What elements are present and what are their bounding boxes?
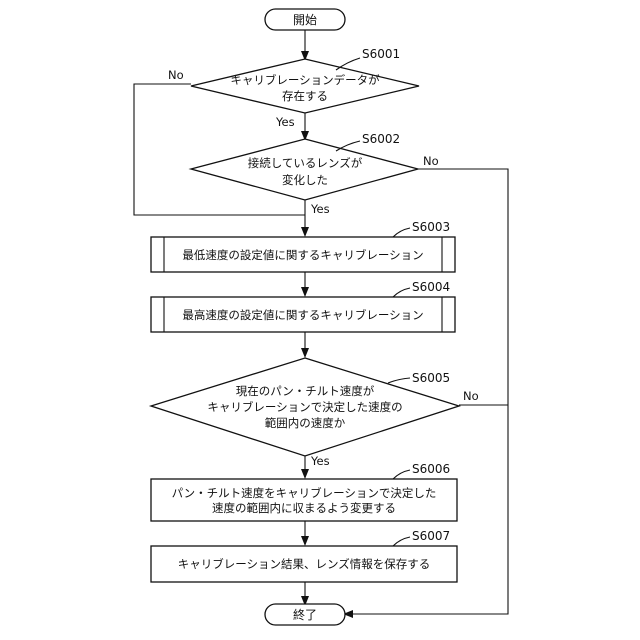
step-id-leader-s6007	[393, 537, 410, 546]
s6002-yes-label: Yes	[310, 202, 330, 216]
s6001-yes-label: Yes	[275, 115, 295, 129]
s6005-no-label: No	[463, 389, 479, 403]
step-id-leader-s6006	[393, 470, 410, 479]
step-id-s6001: S6001	[362, 47, 400, 61]
subprocess-s6004-label: 最高速度の設定値に関するキャリブレーション	[182, 308, 423, 322]
step-id-leader-s6005	[388, 378, 410, 383]
decision-s6005-line-1: 現在のパン・チルト速度が	[236, 384, 375, 398]
arrowhead-s6007	[301, 536, 309, 546]
process-s6006-line-1: パン・チルト速度をキャリブレーションで決定した	[172, 486, 437, 500]
step-id-s6006: S6006	[412, 462, 450, 476]
arrowhead-s6005	[301, 348, 309, 358]
step-id-leader-s6003	[393, 228, 410, 237]
arrowhead-s6003	[301, 227, 309, 237]
arrowhead-s6006	[301, 469, 309, 479]
step-id-s6004: S6004	[412, 280, 450, 294]
decision-s6002-line-2: 変化した	[282, 173, 328, 187]
s6001-no-label: No	[168, 68, 184, 82]
decision-s6005-line-3: 範囲内の速度か	[265, 416, 346, 430]
subprocess-s6003-label: 最低速度の設定値に関するキャリブレーション	[182, 248, 423, 262]
decision-s6002-line-1: 接続しているレンズが	[248, 156, 363, 170]
step-id-leader-s6004	[393, 288, 410, 297]
arrowhead-s6004	[301, 287, 309, 297]
s6005-yes-label: Yes	[310, 454, 330, 468]
decision-s6001-line-1: キャリブレーションデータが	[230, 73, 380, 87]
step-id-s6003: S6003	[412, 220, 450, 234]
process-s6006-line-2: 速度の範囲内に収まるよう変更する	[212, 501, 396, 515]
decision-s6001-line-2: 存在する	[282, 89, 328, 103]
step-id-s6007: S6007	[412, 529, 450, 543]
end-label: 終了	[293, 607, 317, 622]
s6002-no-label: No	[423, 154, 439, 168]
start-label: 開始	[293, 13, 317, 27]
decision-s6005-line-2: キャリブレーションで決定した速度の	[207, 400, 402, 414]
arrowheads	[301, 51, 353, 618]
step-id-s6005: S6005	[412, 371, 450, 385]
step-id-s6002: S6002	[362, 132, 400, 146]
process-s6007-label: キャリブレーション結果、レンズ情報を保存する	[178, 557, 431, 571]
